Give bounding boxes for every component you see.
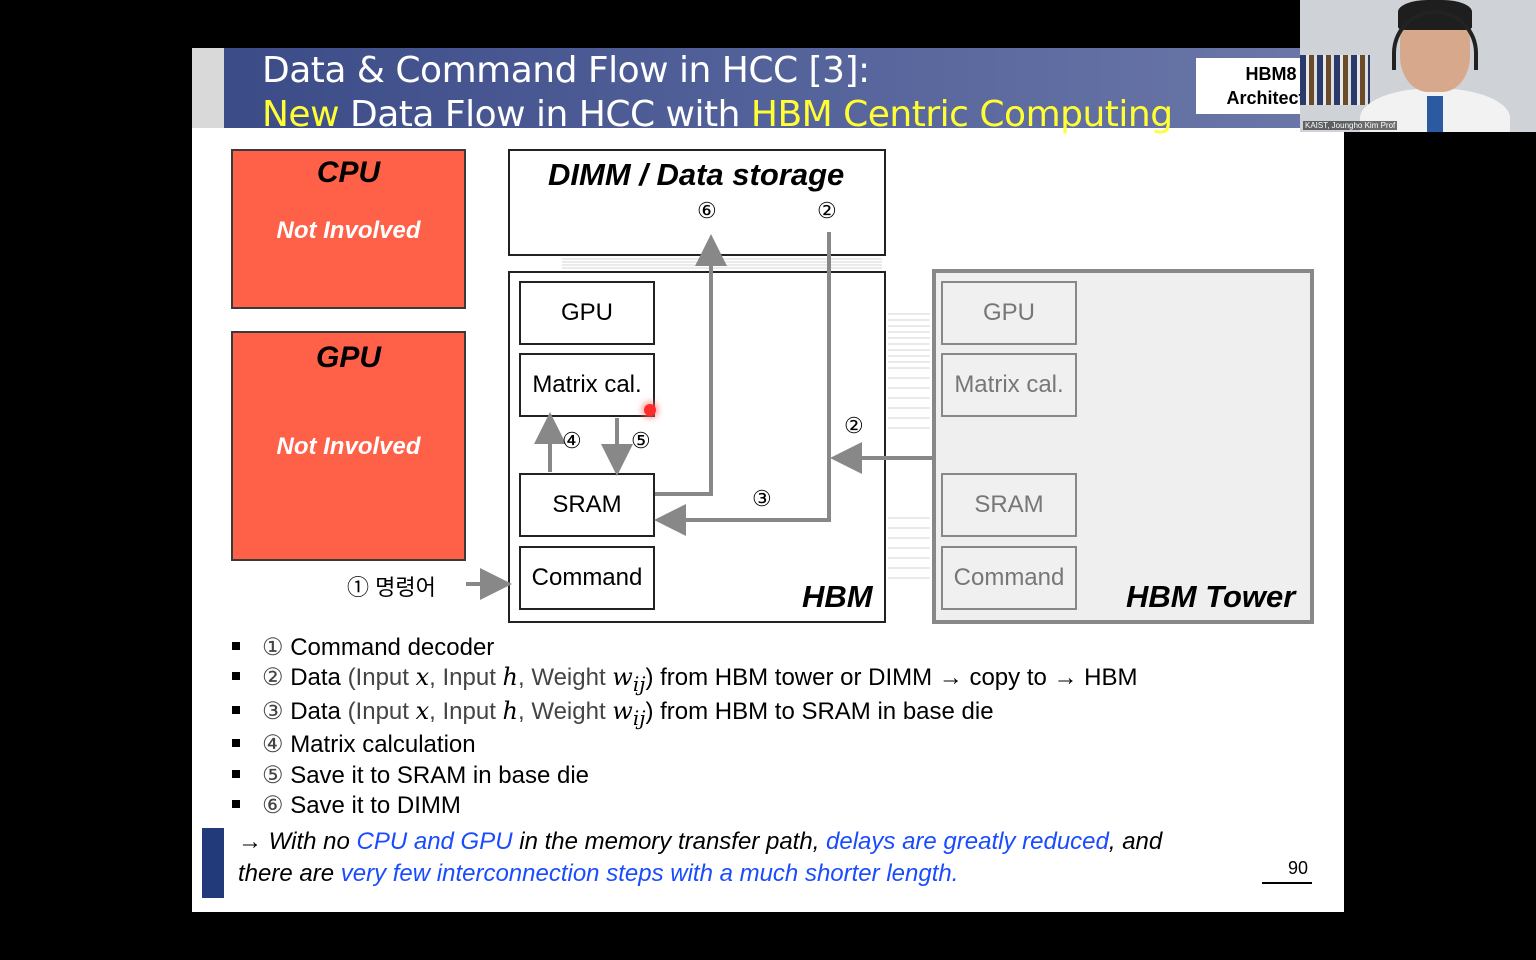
tower-matrix-block: Matrix cal. — [941, 353, 1077, 417]
cpu-title: CPU — [316, 156, 381, 189]
tower-gpu-block: GPU — [941, 281, 1077, 345]
conclusion-line1: → With no CPU and GPU in the memory tran… — [238, 828, 1163, 855]
bookshelf — [1300, 55, 1370, 105]
command-input-label: ① 명령어 — [347, 575, 436, 600]
hbm-command-block: Command — [519, 546, 655, 610]
step-4-marker: ④ — [562, 428, 582, 453]
webcam-feed: KAIST, Joungho Kim Prof — [1300, 0, 1536, 132]
step-2-right-marker: ② — [844, 413, 864, 438]
bullet-3: ③ Data (Input x, Input h, Weight wij) fr… — [232, 697, 994, 731]
bullet-6: ⑥ Save it to DIMM — [232, 791, 461, 820]
hbm-label: HBM — [802, 579, 873, 614]
dimm-title: DIMM / Data storage — [548, 157, 845, 192]
hbm-matrix-block: Matrix cal. — [519, 353, 655, 417]
page-number-underline — [1262, 882, 1312, 884]
webcam-caption: KAIST, Joungho Kim Prof — [1303, 121, 1398, 130]
banner-accent — [192, 48, 224, 128]
step-3-marker: ③ — [752, 486, 772, 511]
bullet-2: ② Data (Input x, Input h, Weight wij) fr… — [232, 663, 1138, 697]
title-banner: Data & Command Flow in HCC [3]: New Data… — [192, 48, 1344, 135]
bullet-1: ① Command decoder — [232, 633, 494, 662]
gpu-status: Not Involved — [276, 433, 421, 460]
step-5-marker: ⑤ — [631, 428, 651, 453]
tower-sram-block: SRAM — [941, 473, 1077, 537]
gpu-box: GPU Not Involved — [231, 331, 466, 561]
cpu-status: Not Involved — [276, 217, 421, 244]
conclusion-line2: there are very few interconnection steps… — [238, 860, 959, 887]
cpu-box: CPU Not Involved — [231, 149, 466, 309]
gpu-title: GPU — [315, 341, 381, 374]
bullet-5: ⑤ Save it to SRAM in base die — [232, 761, 589, 790]
presenter-tie — [1427, 96, 1443, 132]
hbm-sram-block: SRAM — [519, 473, 655, 537]
kaist-logo — [202, 828, 224, 898]
bullet-4: ④ Matrix calculation — [232, 730, 476, 759]
step-6-marker: ⑥ — [697, 198, 717, 223]
step-2-top-marker: ② — [817, 198, 837, 223]
headset-icon — [1392, 10, 1478, 70]
laser-pointer — [644, 404, 656, 416]
slide-title-line2: New Data Flow in HCC with HBM Centric Co… — [262, 94, 1173, 135]
hbm-tower-label: HBM Tower — [1126, 579, 1296, 614]
page-number: 90 — [1288, 858, 1309, 878]
flow-arrows — [466, 232, 932, 600]
tower-command-block: Command — [941, 546, 1077, 610]
slide: Data & Command Flow in HCC [3]: New Data… — [192, 48, 1344, 912]
slide-title-line1: Data & Command Flow in HCC [3]: — [262, 50, 870, 91]
hbm-gpu-block: GPU — [519, 281, 655, 345]
